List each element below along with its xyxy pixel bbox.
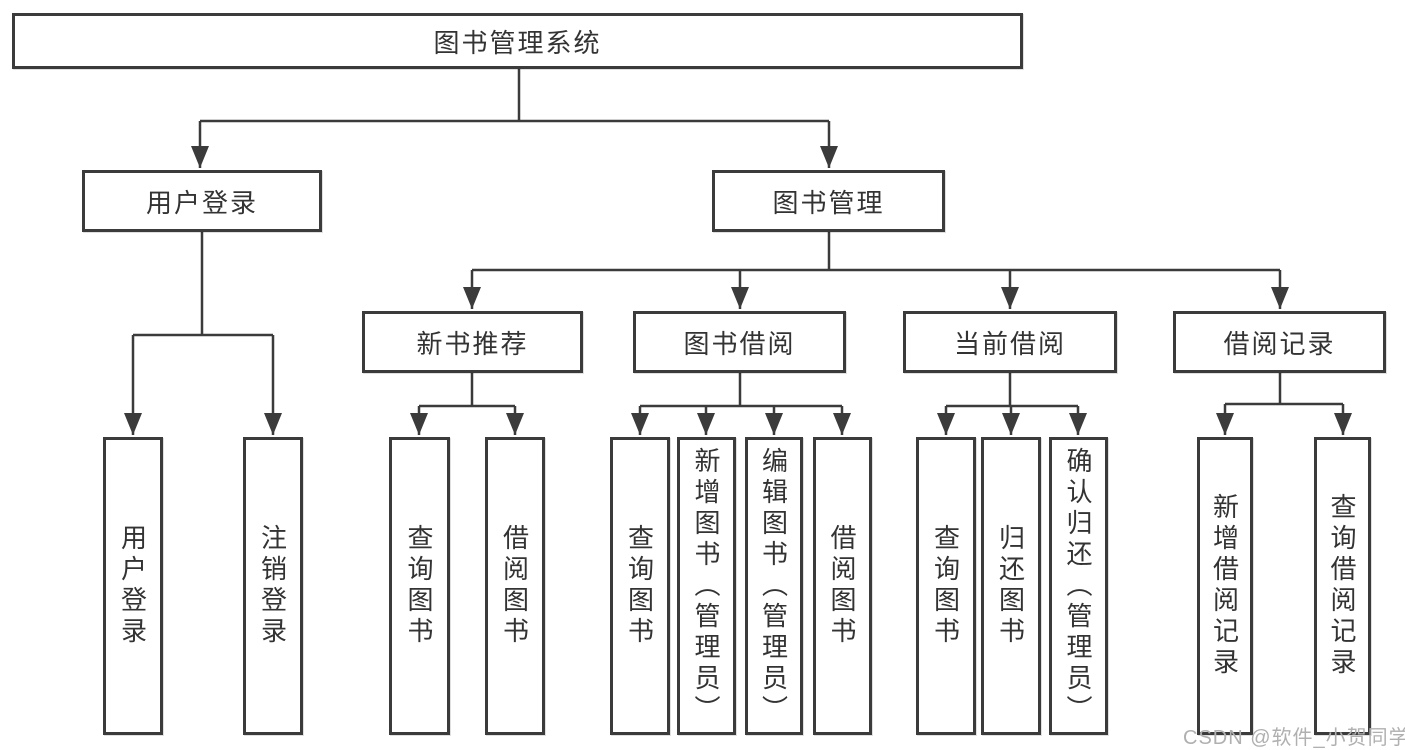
- csdn-watermark: CSDN @软件_小贺同学: [1183, 727, 1405, 749]
- leaf-query-books-borrowing: 查询图书: [610, 437, 670, 735]
- node-label: 新增图书（管理员）: [691, 446, 721, 726]
- node-label: 归还图书: [995, 524, 1026, 648]
- leaf-query-borrow-record: 查询借阅记录: [1314, 437, 1371, 735]
- leaf-edit-books-admin: 编辑图书（管理员）: [745, 437, 803, 735]
- node-library-management-system: 图书管理系统: [12, 13, 1023, 69]
- node-label: 确认归还（管理员）: [1063, 446, 1093, 726]
- leaf-add-books-admin: 新增图书（管理员）: [677, 437, 736, 735]
- node-label: 借阅图书: [827, 524, 857, 648]
- node-label: 用户登录: [117, 524, 148, 648]
- leaf-return-books: 归还图书: [981, 437, 1041, 735]
- leaf-user-login: 用户登录: [103, 437, 163, 735]
- node-new-book-recommendation: 新书推荐: [362, 311, 583, 373]
- node-current-borrowing: 当前借阅: [903, 311, 1117, 373]
- node-label: 查询图书: [930, 524, 961, 648]
- node-label: 图书管理系统: [433, 27, 602, 58]
- node-user-login: 用户登录: [82, 170, 322, 232]
- node-label: 编辑图书（管理员）: [758, 446, 789, 726]
- node-label: 查询图书: [404, 524, 434, 648]
- node-label: 新增借阅记录: [1209, 493, 1240, 679]
- leaf-add-borrow-record: 新增借阅记录: [1197, 437, 1253, 735]
- node-label: 图书管理: [772, 187, 885, 218]
- leaf-query-books-recommend: 查询图书: [389, 437, 450, 735]
- leaf-logout: 注销登录: [243, 437, 303, 735]
- node-label: 借阅记录: [1223, 328, 1336, 359]
- node-label: 注销登录: [257, 524, 288, 648]
- node-book-borrowing: 图书借阅: [633, 311, 846, 373]
- leaf-query-books-current: 查询图书: [916, 437, 976, 735]
- leaf-confirm-return-admin: 确认归还（管理员）: [1049, 437, 1108, 735]
- node-label: 新书推荐: [416, 328, 529, 359]
- leaf-borrow-books-borrowing: 借阅图书: [813, 437, 872, 735]
- node-borrowing-records: 借阅记录: [1173, 311, 1386, 373]
- node-label: 借阅图书: [499, 524, 530, 648]
- node-label: 查询图书: [624, 524, 655, 648]
- node-label: 图书借阅: [683, 328, 796, 359]
- node-label: 用户登录: [145, 187, 258, 218]
- node-book-management: 图书管理: [712, 170, 945, 232]
- node-label: 查询借阅记录: [1327, 493, 1357, 679]
- node-label: 当前借阅: [953, 328, 1066, 359]
- leaf-borrow-books-recommend: 借阅图书: [485, 437, 545, 735]
